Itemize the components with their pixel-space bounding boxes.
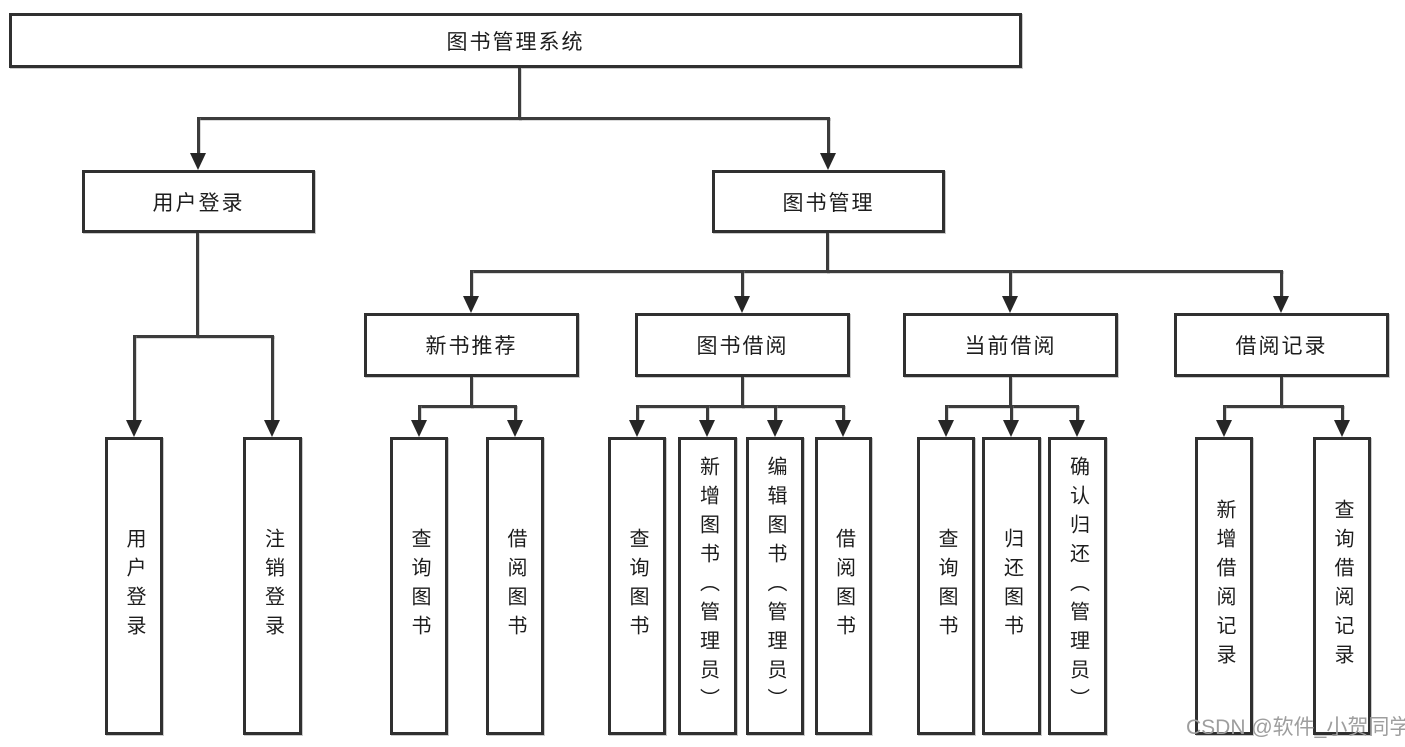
arrow-down-icon [1216, 420, 1232, 437]
connector-line [945, 405, 948, 421]
node-new-book-recommend: 新书推荐 [364, 313, 579, 377]
leaf-user-login: 用户登录 [105, 437, 163, 735]
leaf-borrow-books: 借阅图书 [815, 437, 872, 735]
connector-line [197, 117, 830, 120]
arrow-down-icon [1002, 296, 1018, 313]
leaf-return-books: 归还图书 [982, 437, 1041, 735]
connector-line [741, 270, 744, 297]
arrow-down-icon [411, 420, 427, 437]
connector-line [1223, 405, 1344, 408]
connector-line [470, 270, 473, 297]
connector-line [470, 270, 1283, 273]
arrow-down-icon [734, 296, 750, 313]
connector-line [518, 68, 521, 120]
arrow-down-icon [264, 420, 280, 437]
connector-line [1223, 405, 1226, 421]
leaf-confirm-return-admin: 确认归还（管理员） [1048, 437, 1107, 735]
arrow-down-icon [835, 420, 851, 437]
connector-line [1341, 405, 1344, 421]
connector-line [774, 405, 777, 421]
connector-line [636, 405, 845, 408]
arrow-down-icon [767, 420, 783, 437]
node-borrowing-records: 借阅记录 [1174, 313, 1389, 377]
leaf-edit-books-admin: 编辑图书（管理员） [746, 437, 804, 735]
leaf-add-borrow-record: 新增借阅记录 [1195, 437, 1253, 735]
arrow-down-icon [820, 153, 836, 170]
leaf-query-books-current: 查询图书 [917, 437, 975, 735]
connector-line [636, 405, 639, 421]
leaf-query-borrow-record: 查询借阅记录 [1313, 437, 1371, 735]
arrow-down-icon [463, 296, 479, 313]
csdn-watermark: CSDN @软件_小贺同学 [1186, 716, 1405, 739]
connector-line [1009, 377, 1012, 408]
connector-line [741, 377, 744, 408]
connector-line [1280, 270, 1283, 297]
connector-line [1076, 405, 1079, 421]
leaf-add-books-admin: 新增图书（管理员） [678, 437, 737, 735]
connector-line [470, 377, 473, 408]
connector-line [418, 405, 517, 408]
connector-line [1009, 270, 1012, 297]
connector-line [1280, 377, 1283, 408]
connector-line [196, 233, 199, 338]
connector-line [271, 335, 274, 421]
connector-line [842, 405, 845, 421]
arrow-down-icon [938, 420, 954, 437]
node-user-login: 用户登录 [82, 170, 315, 233]
leaf-query-books-recommend: 查询图书 [390, 437, 448, 735]
arrow-down-icon [629, 420, 645, 437]
node-book-management: 图书管理 [712, 170, 945, 233]
leaf-query-books-borrowing: 查询图书 [608, 437, 666, 735]
connector-line [514, 405, 517, 421]
connector-line [418, 405, 421, 421]
arrow-down-icon [699, 420, 715, 437]
arrow-down-icon [1003, 420, 1019, 437]
connector-line [133, 335, 136, 421]
arrow-down-icon [126, 420, 142, 437]
arrow-down-icon [1069, 420, 1085, 437]
leaf-logout: 注销登录 [243, 437, 302, 735]
connector-line [133, 335, 274, 338]
node-root: 图书管理系统 [9, 13, 1022, 68]
connector-line [706, 405, 709, 421]
connector-line [197, 117, 200, 155]
node-current-borrowing: 当前借阅 [903, 313, 1118, 377]
connector-line [1010, 405, 1013, 421]
arrow-down-icon [507, 420, 523, 437]
connector-line [827, 117, 830, 155]
arrow-down-icon [1273, 296, 1289, 313]
leaf-borrow-books-recommend: 借阅图书 [486, 437, 544, 735]
arrow-down-icon [190, 153, 206, 170]
arrow-down-icon [1334, 420, 1350, 437]
connector-line [826, 233, 829, 273]
node-book-borrowing: 图书借阅 [635, 313, 850, 377]
